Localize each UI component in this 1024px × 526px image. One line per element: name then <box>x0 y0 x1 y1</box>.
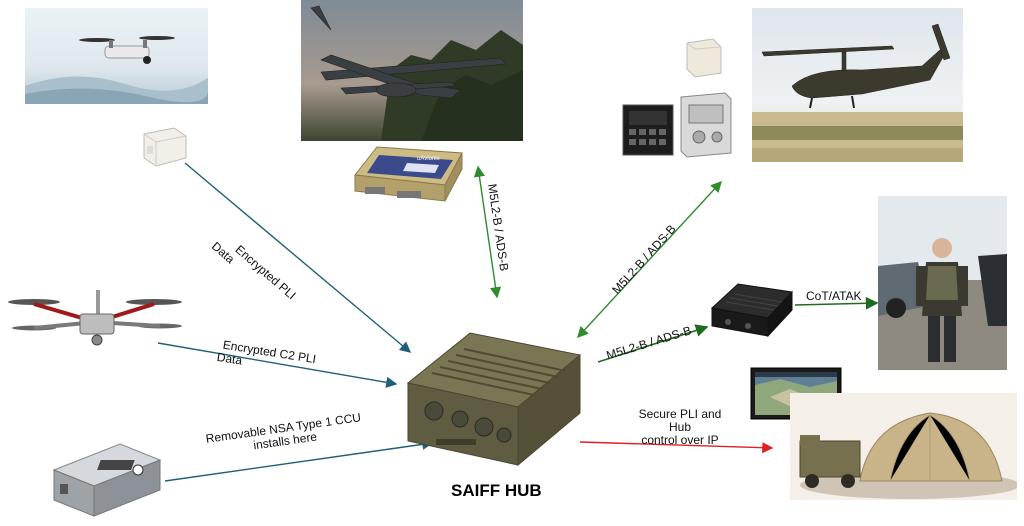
label-secure-pli: Secure PLI and Hub control over IP <box>638 407 722 447</box>
white-transponder <box>138 124 190 170</box>
svg-text:uAvionix: uAvionix <box>417 156 440 162</box>
ccu-module <box>50 440 164 520</box>
ccu-module-icon <box>52 443 162 517</box>
black-radio-icon <box>710 283 794 338</box>
black-radio <box>708 278 796 340</box>
link-encrypted-c2-pli <box>157 342 398 388</box>
fixed-wing-uav-icon <box>301 0 523 141</box>
white-transponder-icon <box>143 127 187 167</box>
link-m5l2b-radio <box>597 324 709 363</box>
link-secure-pli <box>579 441 774 454</box>
saiff-hub-device <box>400 315 590 475</box>
control-panel-icon <box>622 38 732 158</box>
transponder-module-icon: uAvionix <box>354 146 463 202</box>
link-encrypted-pli <box>184 162 412 353</box>
apache-helicopter-icon <box>752 8 963 162</box>
hub-title: SAIFF HUB <box>451 481 542 500</box>
saiff-hub-device-icon <box>406 332 582 467</box>
command-post-tent-photo <box>790 393 1017 500</box>
hexacopter-drone <box>4 288 188 346</box>
transponder-module: uAvionix <box>347 135 469 212</box>
soldier-photo <box>878 196 1007 370</box>
control-panel-units <box>617 35 737 160</box>
fixed-wing-uav-photo <box>301 0 523 141</box>
quadcopter-drone-photo <box>25 8 208 104</box>
quadcopter-drone-icon <box>25 8 208 104</box>
link-m5l2b-heli <box>577 180 722 339</box>
label-cot-atak: CoT/ATAK <box>806 289 862 303</box>
link-cot-atak <box>794 296 879 310</box>
link-ccu <box>164 438 434 482</box>
soldier-icon <box>878 196 1007 370</box>
link-m5l2b-uav <box>473 165 502 299</box>
command-post-tent-icon <box>790 393 1017 500</box>
apache-helicopter-photo <box>752 8 963 162</box>
hexacopter-drone-icon <box>8 290 182 346</box>
